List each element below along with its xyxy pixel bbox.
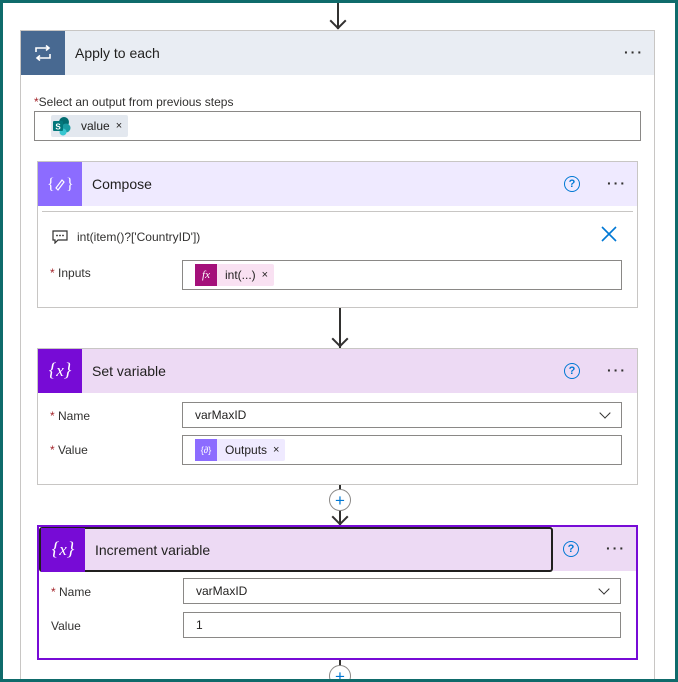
inputs-label: * Inputs xyxy=(50,266,91,280)
name-label: * Name xyxy=(51,585,92,599)
increment-variable-card: {x} Increment variable ? ··· * Name varM… xyxy=(37,525,638,660)
compose-expression: int(item()?['CountryID']) xyxy=(77,230,201,244)
value-label: * Value xyxy=(50,443,88,457)
svg-text:S: S xyxy=(55,123,61,132)
apply-to-each-card: Apply to each ··· *Select an output from… xyxy=(20,30,655,679)
more-options-icon[interactable]: ··· xyxy=(607,362,627,378)
value-label: Value xyxy=(51,619,81,633)
increment-variable-header[interactable]: {x} Increment variable xyxy=(39,527,553,572)
increment-variable-title: Increment variable xyxy=(95,541,211,558)
inputs-field[interactable]: fx int(...) × xyxy=(182,260,622,290)
compose-title: Compose xyxy=(92,176,152,192)
function-token-label: int(...) xyxy=(225,268,256,282)
add-step-button[interactable]: + xyxy=(329,489,351,511)
loop-icon xyxy=(21,31,65,75)
set-variable-card: {x} Set variable ? ··· * Name varMaxID *… xyxy=(37,348,638,485)
select-output-label: *Select an output from previous steps xyxy=(34,95,234,109)
svg-text:{: { xyxy=(47,176,55,193)
connector-arrow xyxy=(329,12,347,30)
chevron-down-icon xyxy=(598,583,610,595)
name-value: varMaxID xyxy=(195,408,247,422)
name-dropdown[interactable]: varMaxID xyxy=(183,578,621,604)
help-icon[interactable]: ? xyxy=(564,363,580,379)
compose-icon: {∂} xyxy=(195,439,217,461)
name-value: varMaxID xyxy=(196,584,248,598)
connector-line xyxy=(339,308,341,348)
more-options-icon[interactable]: ··· xyxy=(606,540,626,556)
more-options-icon[interactable]: ··· xyxy=(624,44,644,60)
fx-icon: fx xyxy=(195,264,217,286)
comment-icon xyxy=(52,230,68,247)
value-text: 1 xyxy=(196,618,203,632)
function-token: fx int(...) × xyxy=(195,264,275,286)
divider xyxy=(42,211,633,212)
name-dropdown[interactable]: varMaxID xyxy=(182,402,622,428)
set-variable-header[interactable]: {x} Set variable xyxy=(38,349,637,393)
outputs-token: {∂} Outputs × xyxy=(195,439,286,461)
remove-token-icon[interactable]: × xyxy=(273,444,280,456)
connector-line xyxy=(337,3,339,29)
help-icon[interactable]: ? xyxy=(563,541,579,557)
help-icon[interactable]: ? xyxy=(564,176,580,192)
compose-header[interactable]: { } Compose xyxy=(38,162,637,206)
more-options-icon[interactable]: ··· xyxy=(607,175,627,191)
value-token-label: value xyxy=(81,119,110,133)
sharepoint-icon: S xyxy=(51,115,73,137)
connector-arrow xyxy=(331,508,349,526)
name-label: * Name xyxy=(50,409,91,423)
set-variable-title: Set variable xyxy=(92,363,166,379)
value-field[interactable]: {∂} Outputs × xyxy=(182,435,622,465)
outputs-token-label: Outputs xyxy=(225,443,268,457)
chevron-down-icon xyxy=(599,407,611,419)
svg-text:}: } xyxy=(66,176,73,193)
add-step-button[interactable]: + xyxy=(329,665,351,679)
connector-arrow xyxy=(331,330,349,348)
close-icon[interactable] xyxy=(601,226,617,245)
apply-to-each-title: Apply to each xyxy=(75,45,160,61)
value-token: S value × xyxy=(51,115,129,137)
compose-card: { } Compose ? ··· int(item()?['CountryID… xyxy=(37,161,638,308)
remove-token-icon[interactable]: × xyxy=(261,269,269,281)
apply-to-each-header[interactable]: Apply to each xyxy=(21,31,654,75)
select-output-field[interactable]: S value × xyxy=(34,111,641,141)
value-input[interactable]: 1 xyxy=(183,612,621,638)
compose-icon: { } xyxy=(38,162,82,206)
variable-icon: {x} xyxy=(38,349,82,393)
remove-token-icon[interactable]: × xyxy=(115,120,123,132)
variable-icon: {x} xyxy=(41,527,85,572)
